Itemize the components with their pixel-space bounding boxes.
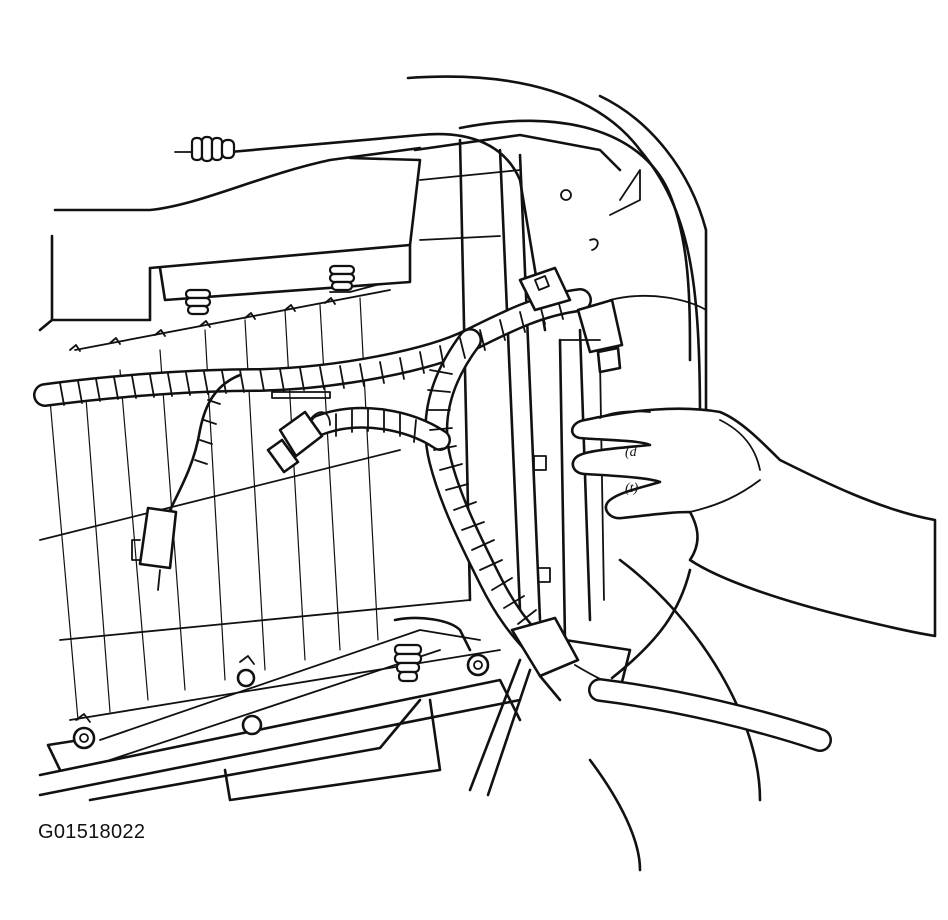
side-rails [458, 138, 632, 692]
coil-springs-top [184, 264, 381, 316]
center-connector [266, 391, 331, 474]
branch-wire [131, 373, 242, 591]
lower-cable [588, 568, 832, 752]
upper-frame [38, 133, 622, 332]
seat-shell [406, 75, 762, 872]
hand-mark-d: (d [625, 445, 638, 460]
rail-connector [518, 266, 707, 374]
wiring-harness-loom [33, 288, 592, 662]
technician-hand: (d (t) [571, 407, 937, 638]
hand-mark-t: (t) [625, 481, 639, 496]
spring-grid [39, 289, 501, 721]
top-cable [174, 132, 547, 332]
figure-code: G01518022 [38, 821, 146, 843]
lower-frame [38, 616, 641, 802]
